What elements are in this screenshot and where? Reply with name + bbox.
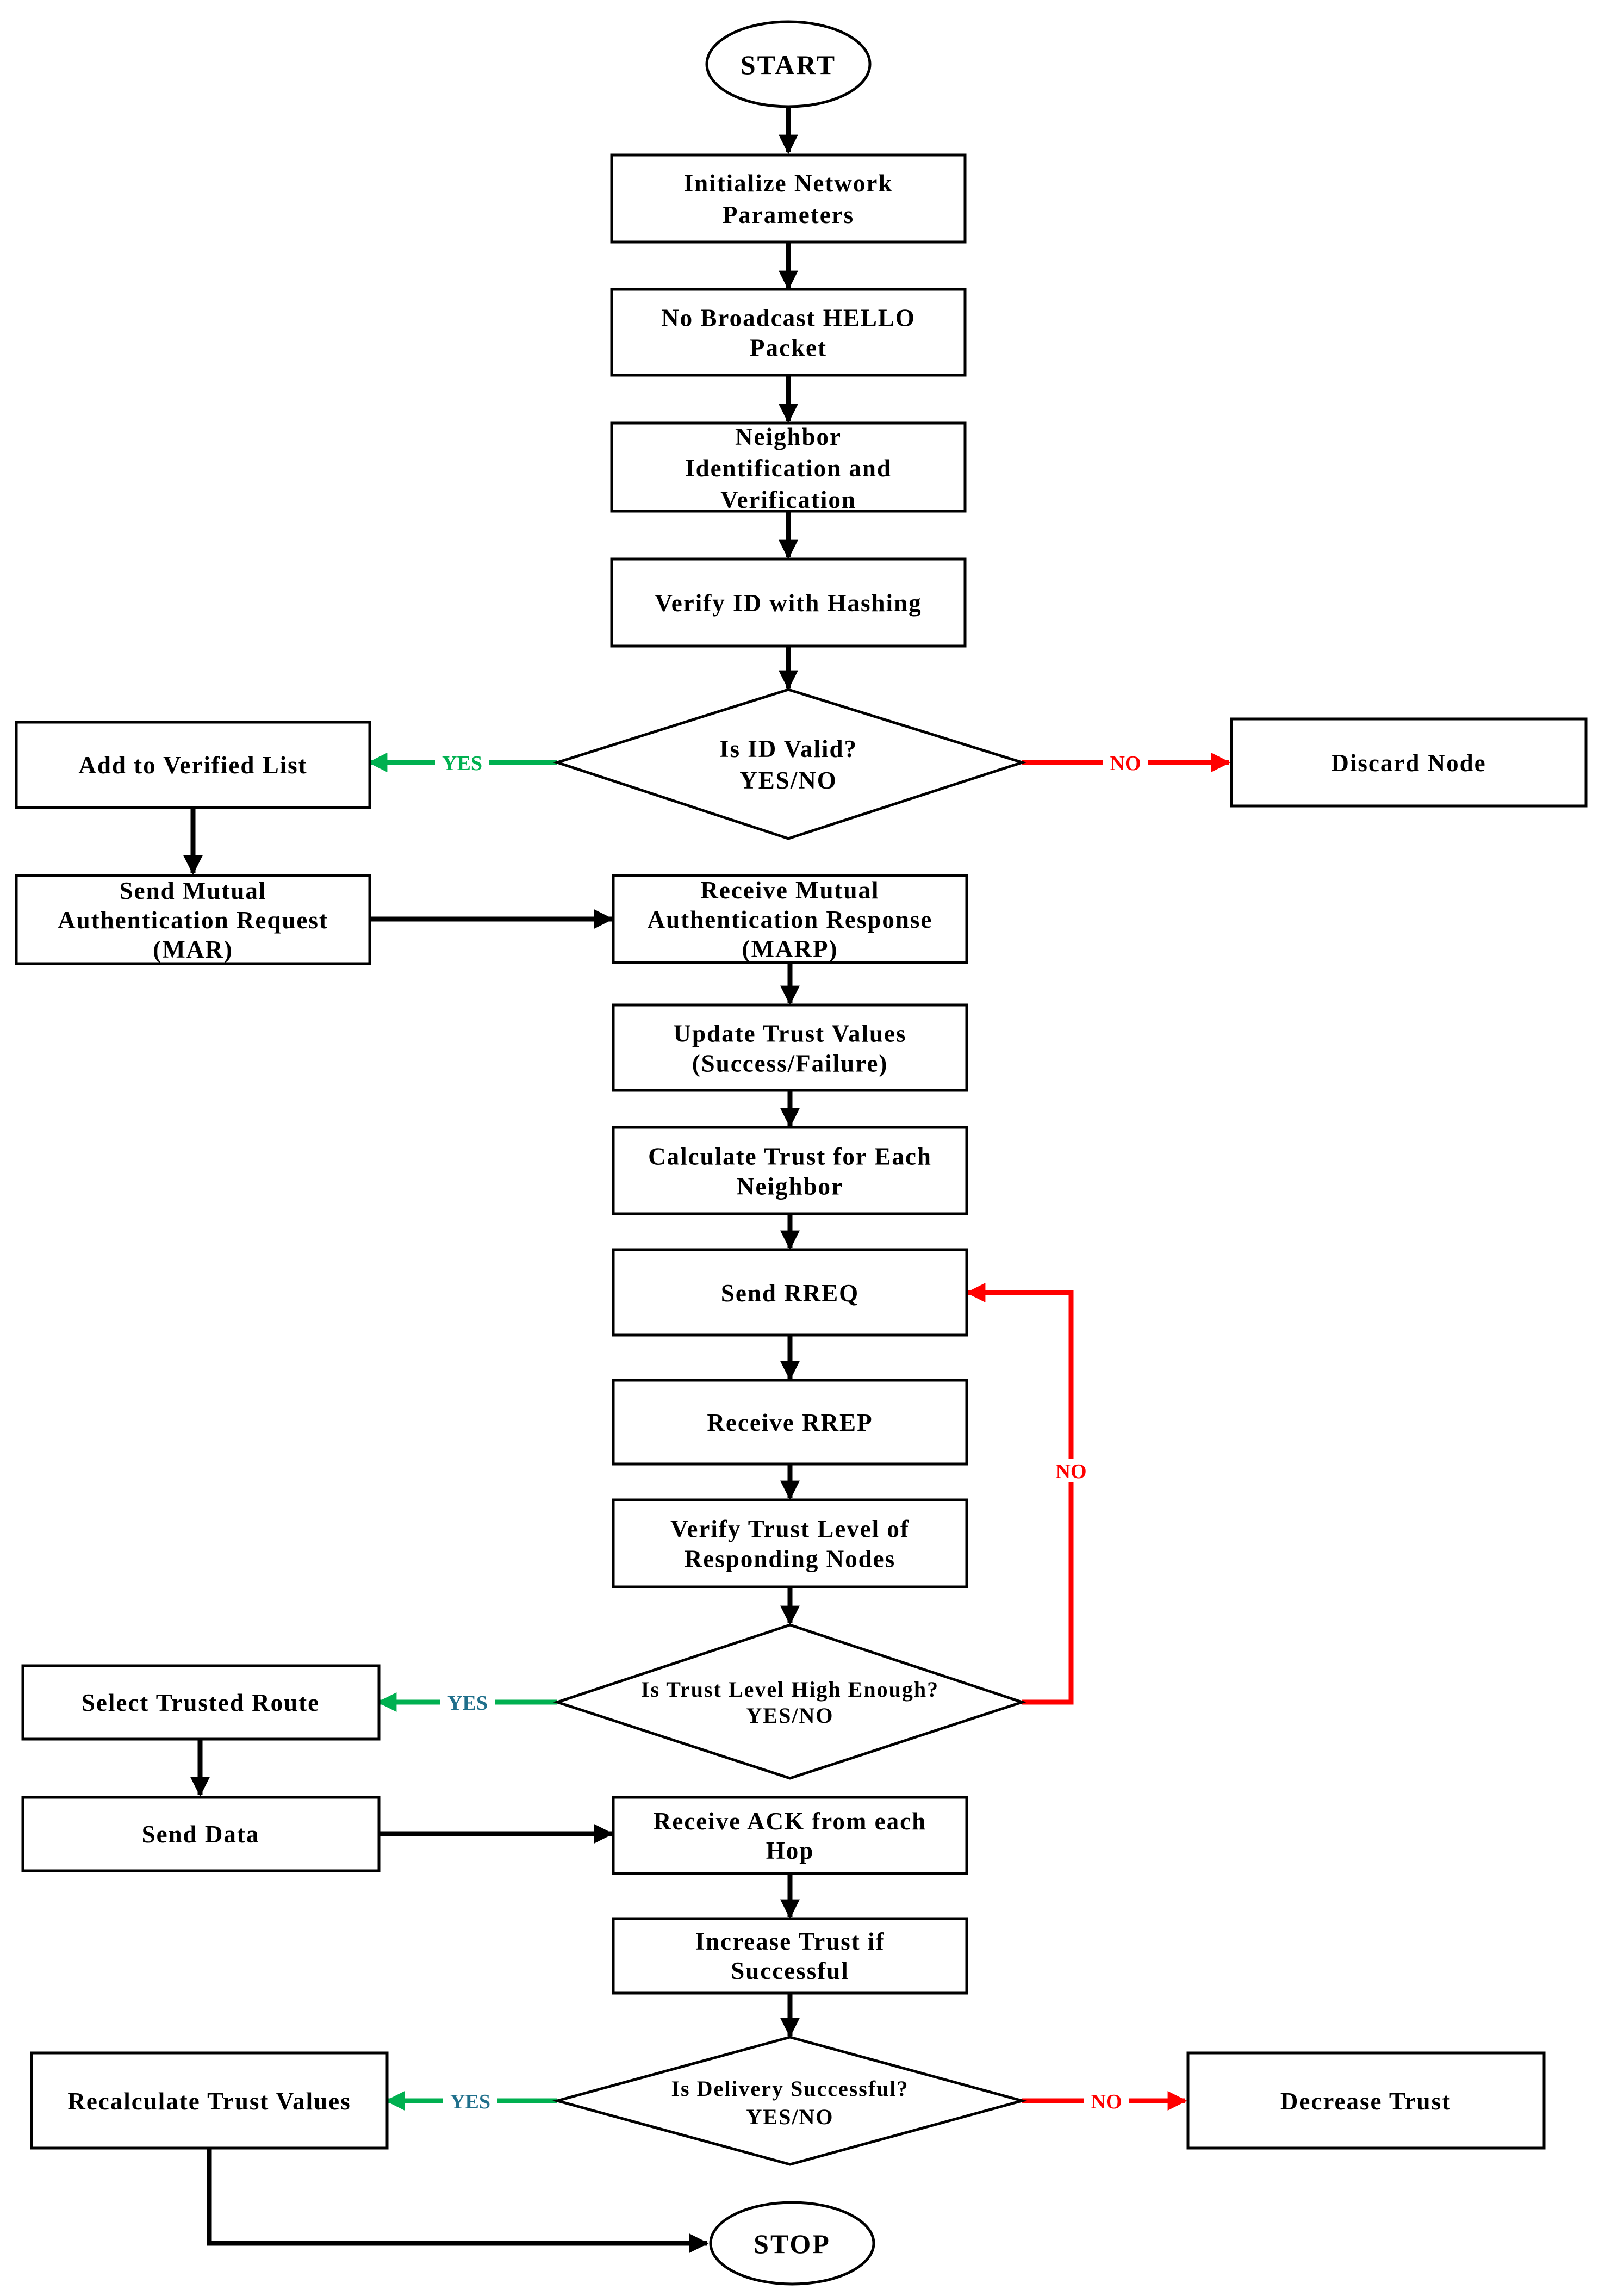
send-data-text: Send Data xyxy=(142,1821,260,1848)
verified-list-text: Add to Verified List xyxy=(78,752,307,779)
node-text-line: Increase Trust if xyxy=(695,1928,885,1955)
node-text-line: Add to Verified List xyxy=(78,752,307,779)
id-valid-text: Is ID Valid? YES/NO xyxy=(719,735,857,794)
edge-recalc-to-stop xyxy=(207,2148,709,2253)
send-data-process: Send Data xyxy=(21,1796,381,1872)
node-text-line: Successful xyxy=(731,1957,849,1984)
node-text-line: Initialize Network xyxy=(684,170,893,197)
update-trust-process: Update Trust Values (Success/Failure) xyxy=(612,1003,968,1092)
start-label: START xyxy=(741,49,836,80)
trust-high-text: Is Trust Level High Enough?YES/NO xyxy=(641,1677,939,1728)
hello-process: No Broadcast HELLO Packet xyxy=(610,288,967,377)
stop-terminal: STOP xyxy=(709,2201,875,2286)
valid-no-label: NO xyxy=(1110,752,1141,775)
delivery-yes-label: YES xyxy=(450,2090,490,2113)
node-text-line: YES/NO xyxy=(739,767,837,794)
rreq-text: Send RREQ xyxy=(721,1280,859,1307)
node-text-line: Receive ACK from each xyxy=(654,1808,926,1835)
node-text-line: YES/NO xyxy=(746,2105,834,2129)
node-text-line: Authentication Response xyxy=(648,906,933,933)
node-text-line: Neighbor xyxy=(737,1172,843,1200)
trust-high-decision: Is Trust Level High Enough?YES/NO xyxy=(553,1623,1026,1780)
rrep-text: Receive RREP xyxy=(707,1409,873,1436)
node-text-line: Packet xyxy=(750,334,827,361)
update-trust-text: Update Trust Values (Success/Failure) xyxy=(674,1020,907,1077)
node-text-line: Is ID Valid? xyxy=(719,735,857,762)
stop-label: STOP xyxy=(754,2229,831,2259)
edge-labels: YES NO NO YES YES NO xyxy=(435,750,1148,2113)
recalc-process: Recalculate Trust Values xyxy=(30,2051,389,2150)
node-text-line: Authentication Request xyxy=(58,907,328,934)
node-text-line: (Success/Failure) xyxy=(692,1050,888,1077)
node-text-line: Is Trust Level High Enough? xyxy=(641,1677,939,1702)
node-text-line: Update Trust Values xyxy=(674,1020,907,1047)
select-route-process: Select Trusted Route xyxy=(21,1664,381,1741)
rrep-process: Receive RREP xyxy=(612,1379,968,1466)
trust-yes-label: YES xyxy=(447,1692,488,1715)
decrease-text: Decrease Trust xyxy=(1280,2088,1451,2115)
node-text-line: Verification xyxy=(720,486,856,513)
node-text-line: Receive RREP xyxy=(707,1409,873,1436)
decrease-process: Decrease Trust xyxy=(1186,2051,1546,2150)
verify-trust-process: Verify Trust Level of Responding Nodes xyxy=(612,1498,968,1588)
delivery-no-label: NO xyxy=(1091,2090,1122,2113)
start-terminal: START xyxy=(705,20,872,108)
node-text-line: Send Mutual xyxy=(120,877,267,904)
recalc-text: Recalculate Trust Values xyxy=(67,2088,351,2115)
node-text-line: Discard Node xyxy=(1331,749,1486,777)
node-text-line: Select Trusted Route xyxy=(82,1689,320,1716)
node-text-line: Parameters xyxy=(723,201,854,228)
node-text-line: Verify Trust Level of xyxy=(670,1515,910,1542)
node-text-line: Send Data xyxy=(142,1821,260,1848)
id-valid-decision: Is ID Valid? YES/NO xyxy=(552,688,1027,840)
node-text-line: (MAR) xyxy=(153,936,233,963)
discard-process: Discard Node xyxy=(1230,717,1588,808)
hashing-process: Verify ID with Hashing xyxy=(610,557,967,648)
node-text-line: (MARP) xyxy=(742,935,838,963)
rreq-process: Send RREQ xyxy=(612,1248,968,1337)
delivery-text: Is Delivery Successful? YES/NO xyxy=(671,2076,909,2129)
node-text-line: Calculate Trust for Each xyxy=(648,1143,932,1170)
trust-no-label: NO xyxy=(1056,1460,1087,1483)
discard-text: Discard Node xyxy=(1331,749,1486,777)
node-text-line: Decrease Trust xyxy=(1280,2088,1451,2115)
valid-yes-label: YES xyxy=(442,752,482,775)
node-text-line: Send RREQ xyxy=(721,1280,859,1307)
hello-text: No Broadcast HELLO Packet xyxy=(661,304,916,361)
node-text-line: Recalculate Trust Values xyxy=(67,2088,351,2115)
node-text-line: Identification and xyxy=(685,455,892,482)
verify-trust-text: Verify Trust Level of Responding Nodes xyxy=(670,1515,910,1572)
delivery-decision: Is Delivery Successful? YES/NO xyxy=(552,2036,1028,2166)
node-text-line: Hop xyxy=(766,1837,814,1864)
verified-list-process: Add to Verified List xyxy=(15,721,371,809)
node-text-line: Is Delivery Successful? xyxy=(671,2076,909,2101)
select-route-text: Select Trusted Route xyxy=(82,1689,320,1716)
node-text-line: Verify ID with Hashing xyxy=(655,589,922,617)
node-text-line: Receive Mutual xyxy=(700,877,879,904)
node-text-line: Neighbor xyxy=(735,423,842,450)
node-text-line: YES/NO xyxy=(746,1703,834,1728)
hashing-text: Verify ID with Hashing xyxy=(655,589,922,617)
edge-trust-no-loop xyxy=(966,1283,1074,1705)
node-text-line: No Broadcast HELLO xyxy=(661,304,916,331)
node-text-line: Responding Nodes xyxy=(685,1545,895,1572)
